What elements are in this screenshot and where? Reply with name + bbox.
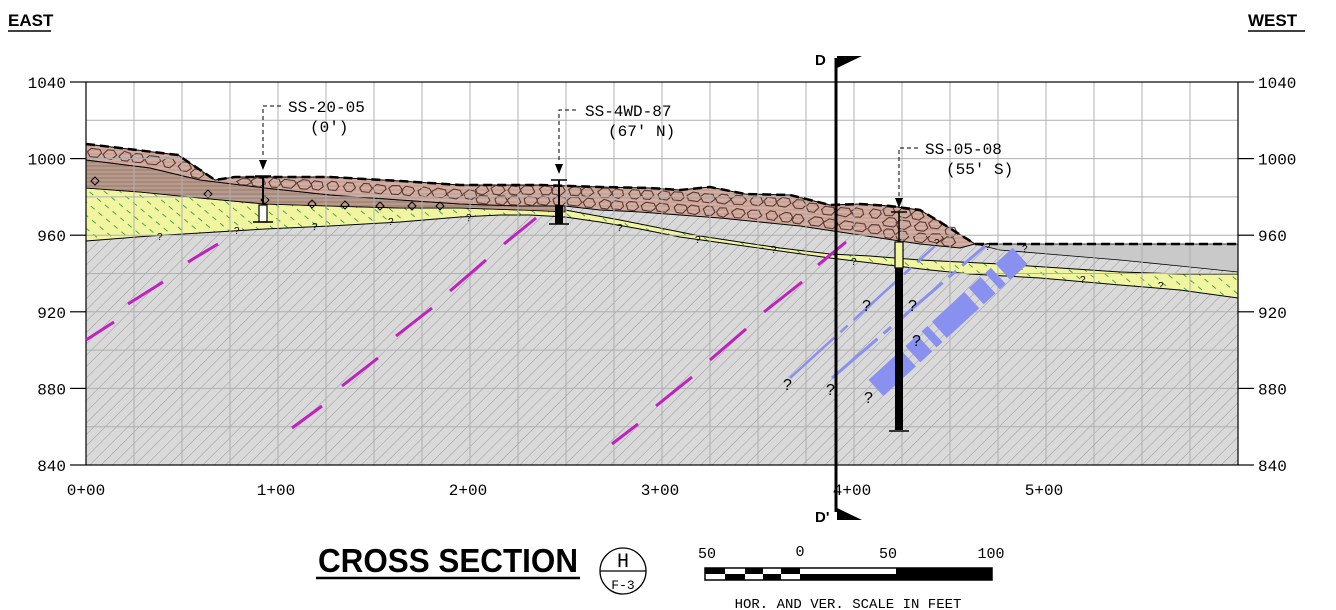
section-line-d: D D' — [815, 52, 862, 526]
boring-id: SS-05-08 — [925, 141, 1002, 159]
boring-ss-4wd-87: SS-4WD-87 (67' N) — [549, 103, 675, 225]
left-elevation-axis: 1040 1000 960 920 880 840 — [28, 75, 86, 476]
elevation-tick-label: 880 — [1258, 381, 1287, 399]
scale-bar-segments — [705, 568, 992, 580]
boring-ss-05-08: SS-05-08 (55' S) — [889, 141, 1013, 432]
boring-arrow — [895, 198, 903, 208]
unknown-markers: ???????????????????? — [157, 213, 1164, 407]
boring-sample — [894, 241, 904, 269]
plot-frame — [85, 81, 1239, 466]
boring-arrow — [259, 160, 267, 170]
unknown-marker: ? — [312, 222, 318, 233]
unknown-marker: ? — [1158, 281, 1164, 292]
elevation-tick-label: 920 — [37, 305, 66, 323]
joint-line — [291, 404, 323, 430]
elevation-tick-label: 1040 — [1258, 75, 1296, 93]
boring-id: SS-20-05 — [288, 99, 365, 117]
unknown-marker: ? — [695, 235, 701, 246]
station-axis: 0+00 1+00 2+00 3+00 4+00 5+00 — [67, 482, 1063, 500]
scale-caption: HOR. AND VER. SCALE IN FEET — [735, 597, 962, 610]
unknown-marker: ? — [864, 390, 873, 407]
boring-sample — [258, 204, 268, 223]
boring-offset: (67' N) — [608, 123, 675, 141]
fracture-line — [789, 245, 936, 379]
boring-ss-20-05: SS-20-05 (0') — [253, 99, 365, 223]
detail-letter: H — [617, 551, 629, 574]
boring-leader — [262, 105, 282, 155]
unknown-marker: ? — [826, 382, 835, 399]
scale-bar: 50 0 50 100 HOR. AND VER. SCALE IN FEET — [698, 544, 1005, 610]
boring-core — [895, 268, 903, 430]
unknown-marker: ? — [985, 242, 991, 253]
joint-line — [611, 422, 639, 446]
joint-line — [709, 327, 747, 362]
unknown-marker: ? — [157, 232, 163, 243]
elevation-tick-label: 960 — [1258, 228, 1287, 246]
boring-offset: (0') — [310, 119, 348, 137]
boring-leader — [898, 147, 918, 196]
unknown-marker: ? — [771, 245, 777, 256]
right-elevation-axis: 1040 1000 960 920 880 840 — [1238, 75, 1296, 476]
east-label: EAST — [8, 11, 54, 30]
elevation-tick-label: 880 — [37, 381, 66, 399]
sheet-ref: F-3 — [611, 578, 634, 593]
joint-line — [127, 280, 164, 306]
elevation-tick-label: 960 — [37, 228, 66, 246]
joint-line — [85, 320, 115, 342]
elevation-tick-label: 840 — [1258, 458, 1287, 476]
unknown-marker: ? — [851, 257, 857, 268]
section-label-bottom: D' — [815, 509, 829, 526]
section-flag-bottom — [837, 508, 862, 520]
elevation-tick-label: 1000 — [28, 152, 66, 170]
unknown-marker: ? — [388, 217, 394, 228]
station-tick-label: 0+00 — [67, 482, 105, 500]
boring-leader — [558, 109, 578, 160]
station-tick-label: 4+00 — [833, 482, 871, 500]
scale-label: 100 — [977, 546, 1004, 563]
grid — [86, 82, 1238, 465]
unknown-marker: ? — [466, 213, 472, 224]
drawing-title: CROSS SECTION — [318, 542, 578, 579]
joint-line — [341, 356, 379, 388]
unknown-marker: ? — [934, 238, 940, 249]
section-label-top: D — [815, 52, 826, 69]
unknown-marker: ? — [912, 333, 921, 350]
station-tick-label: 1+00 — [257, 482, 295, 500]
boring-offset: (55' S) — [946, 161, 1013, 179]
fracture-line — [831, 244, 986, 380]
boring-arrow — [555, 164, 563, 174]
unknown-marker: ? — [1022, 244, 1028, 255]
scale-label: 50 — [698, 546, 716, 563]
west-label: WEST — [1248, 11, 1298, 30]
unknown-marker: ? — [908, 298, 917, 315]
gravel-symbols — [90, 176, 445, 211]
station-tick-label: 5+00 — [1025, 482, 1063, 500]
joint-line — [395, 306, 433, 338]
station-tick-label: 2+00 — [449, 482, 487, 500]
joint-line — [817, 240, 847, 267]
joint-lines — [85, 216, 847, 446]
joint-line — [503, 216, 537, 246]
elevation-tick-label: 840 — [37, 458, 66, 476]
unknown-marker: ? — [783, 377, 792, 394]
station-tick-label: 3+00 — [641, 482, 679, 500]
joint-line — [655, 375, 693, 408]
section-flag-top — [837, 56, 862, 68]
unknown-marker: ? — [1080, 275, 1086, 286]
unknown-marker: ? — [617, 223, 623, 234]
joint-line — [763, 280, 803, 314]
boring-sample — [555, 205, 563, 224]
elevation-tick-label: 920 — [1258, 305, 1287, 323]
elevation-tick-label: 1000 — [1258, 152, 1296, 170]
boring-id: SS-4WD-87 — [585, 103, 671, 121]
unknown-marker: ? — [234, 226, 240, 237]
scale-label: 0 — [795, 544, 804, 561]
title-block: CROSS SECTION H F-3 — [316, 542, 647, 595]
joint-line — [187, 242, 219, 264]
elevation-tick-label: 1040 — [28, 75, 66, 93]
scale-label: 50 — [879, 546, 897, 563]
unknown-marker: ? — [862, 298, 871, 315]
joint-line — [449, 258, 487, 293]
